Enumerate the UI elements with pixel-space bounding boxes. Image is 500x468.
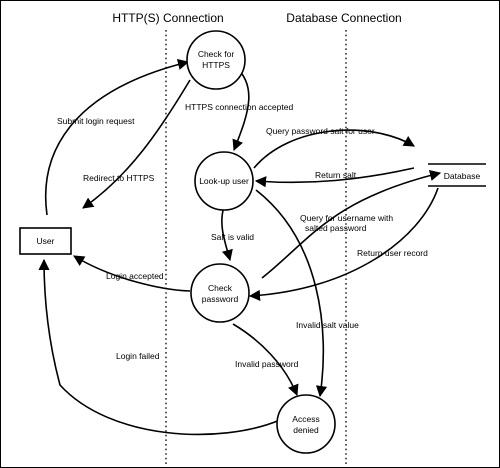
lookup-user-process[interactable]: Look-up user	[194, 151, 254, 211]
access-denied-label-line1: Access	[292, 414, 319, 424]
https-accepted-label: HTTPS connection accepted	[185, 102, 293, 112]
check-https-process[interactable]: Check for HTTPS	[186, 30, 246, 90]
salt-valid-arrow	[221, 206, 233, 262]
submit-login-label: Submit login request	[57, 116, 135, 126]
return-salt-arrow	[254, 167, 415, 188]
http-connection-header: HTTP(S) Connection	[112, 11, 223, 25]
check-password-label-line1: Check	[208, 283, 233, 293]
login-accepted-label: Login accepted	[106, 271, 164, 281]
user-entity[interactable]: User	[19, 227, 72, 255]
check-https-label-line1: Check for	[198, 49, 235, 59]
redirect-https-arrow	[82, 79, 191, 209]
salt-valid-label: Salt is valid	[211, 232, 254, 242]
check-https-label-line2: HTTPS	[202, 60, 230, 70]
login-failed-label: Login failed	[116, 351, 160, 361]
invalid-salt-arrow	[255, 189, 328, 398]
access-denied-circle	[276, 394, 336, 454]
return-record-arrow	[248, 187, 439, 301]
lookup-user-label: Look-up user	[199, 176, 249, 186]
login-failed-arrow	[38, 258, 281, 436]
return-record-label: Return user record	[357, 248, 428, 258]
redirect-https-label: Redirect to HTTPS	[83, 173, 155, 183]
check-password-circle	[190, 263, 250, 323]
invalid-password-arrow	[232, 323, 299, 397]
check-https-circle	[186, 30, 246, 90]
user-label: User	[37, 236, 55, 246]
access-denied-process[interactable]: Access denied	[276, 394, 336, 454]
login-accepted-arrow	[73, 255, 191, 292]
submit-login-arrow	[45, 58, 190, 216]
access-denied-label-line2: denied	[293, 425, 319, 435]
query-salt-arrow	[253, 129, 415, 169]
check-password-process[interactable]: Check password	[190, 263, 250, 323]
invalid-salt-label: Invalid salt value	[296, 320, 359, 330]
lookup-user-circle	[194, 151, 254, 211]
database-label: Database	[444, 171, 481, 181]
user-box	[19, 227, 72, 255]
query-username-label-line2: salted password	[305, 223, 367, 233]
query-username-arrow	[261, 169, 442, 279]
query-username-label-line1: Query for username with	[300, 213, 393, 223]
invalid-password-label: Invalid password	[235, 359, 299, 369]
check-password-label-line2: password	[202, 294, 239, 304]
query-salt-label: Query password salt for user	[266, 126, 375, 136]
database-store[interactable]: Database	[428, 163, 486, 187]
database-connection-header: Database Connection	[286, 11, 401, 25]
return-salt-label: Return salt	[315, 170, 357, 180]
